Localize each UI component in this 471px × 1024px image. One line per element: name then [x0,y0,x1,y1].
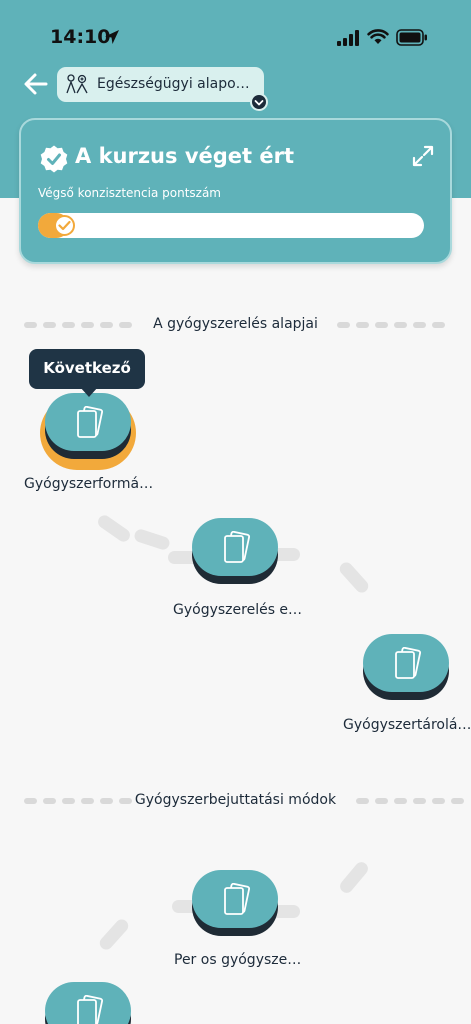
section-divider [356,798,464,804]
section-divider [24,798,132,804]
lesson-node[interactable] [45,393,131,459]
section-divider [24,322,132,328]
flashcards-icon [395,647,422,679]
cellular-signal-icon [337,30,359,46]
lesson-node[interactable] [45,982,131,1024]
lesson-label: Per os gyógysze… [174,952,302,968]
expand-icon[interactable] [411,144,435,168]
verified-check-icon [40,145,68,173]
back-arrow-icon[interactable] [22,70,50,98]
course-status-card: A kurzus véget ért Végső konzisztencia p… [19,118,452,264]
status-bar: 14:10 [0,0,471,70]
course-selector[interactable]: Egészségügyi alapo… [57,67,264,102]
flashcards-icon [224,883,251,915]
flashcards-icon [77,406,104,438]
score-label: Végső konzisztencia pontszám [38,186,221,200]
path-segment [95,512,133,545]
lesson-node[interactable] [192,518,278,584]
path-segment [337,559,371,596]
chevron-down-icon[interactable] [250,93,268,111]
flashcards-icon [77,995,104,1024]
battery-icon [396,29,427,46]
section-title: A gyógyszerelés alapjai [153,316,318,332]
path-segment [132,527,172,552]
score-progress-bar [38,213,424,238]
course-title: Egészségügyi alapo… [97,76,250,92]
section-header: A gyógyszerelés alapjai [0,313,471,337]
path-segment [337,859,371,896]
next-lesson-tooltip: Következő [29,349,145,397]
flashcards-icon [224,531,251,563]
lesson-label: Gyógyszerelés e… [173,602,303,618]
wifi-icon [367,29,389,44]
score-progress-knob [54,215,76,236]
tooltip-label: Következő [43,359,131,377]
course-status-title: A kurzus véget ért [75,144,295,168]
location-arrow-icon [105,30,119,44]
lesson-node[interactable] [363,634,449,700]
status-time: 14:10 [50,26,111,48]
path-segment [97,916,131,953]
course-illustration-icon [66,74,88,94]
section-divider [337,322,445,328]
section-title: Gyógyszerbejuttatási módok [134,792,337,808]
lesson-label: Gyógyszerformá… [24,476,154,492]
lesson-node[interactable] [192,870,278,936]
lesson-label: Gyógyszertárolá… [343,717,471,733]
section-header: Gyógyszerbejuttatási módok [0,789,471,813]
